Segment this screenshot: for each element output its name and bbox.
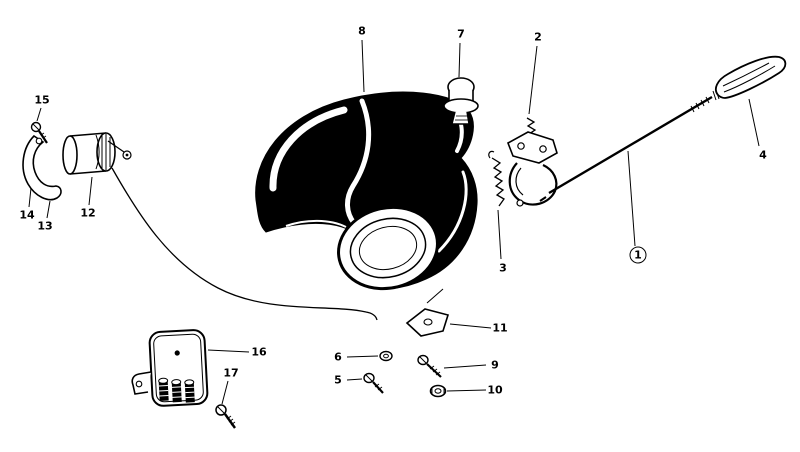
screw-5 <box>363 372 384 394</box>
tension-spring <box>488 150 505 207</box>
clamp-loop <box>508 162 558 206</box>
terminal-screws <box>158 377 195 403</box>
bolt-9 <box>417 354 442 378</box>
bulb-holder <box>441 77 479 142</box>
dip-switch-assembly <box>507 117 558 207</box>
lamp-rim <box>337 205 439 291</box>
clamp-strap <box>22 134 62 201</box>
mounting-bracket <box>405 288 450 337</box>
handle-grip <box>712 55 787 101</box>
canister <box>62 132 132 175</box>
washer <box>379 350 393 362</box>
leader-lines <box>28 39 760 405</box>
box-screw <box>215 404 236 429</box>
switch-box <box>148 329 209 407</box>
wire-lead <box>107 140 125 153</box>
box-bracket <box>131 371 152 395</box>
clamp-screw <box>30 121 48 144</box>
switch-bracket <box>507 131 558 164</box>
control-rod <box>539 95 713 202</box>
cable <box>111 167 378 321</box>
nut-10 <box>429 384 447 398</box>
